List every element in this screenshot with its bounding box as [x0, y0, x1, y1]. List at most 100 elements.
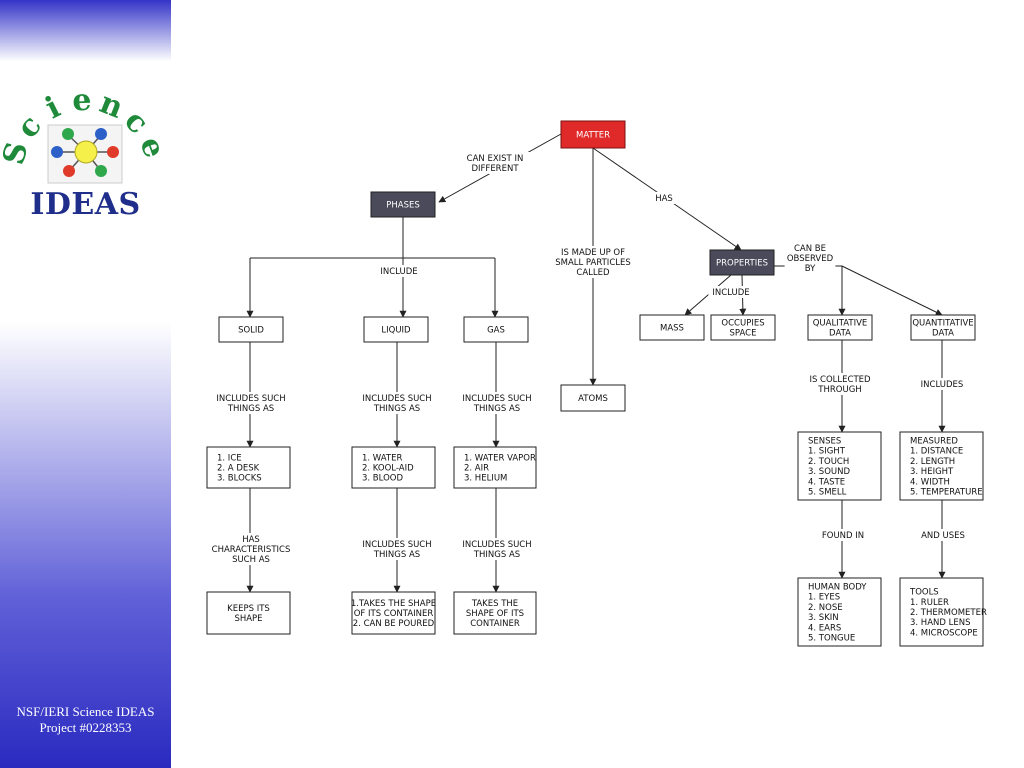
- node-text-line: 2. CAN BE POURED: [353, 619, 435, 629]
- node-text-line: 1. RULER: [910, 598, 949, 608]
- link-label-and-uses: AND USES: [917, 529, 969, 541]
- node-text-line: PHASES: [386, 201, 420, 211]
- node-gas: GAS: [463, 316, 529, 343]
- node-text-line: 2. TOUCH: [808, 457, 849, 467]
- node-text-line: 3. HAND LENS: [910, 618, 970, 628]
- node-text-line: 3. SOUND: [808, 467, 850, 477]
- node-text-line: TAKES THE: [471, 599, 518, 609]
- node-text-line: OCCUPIES: [721, 318, 764, 328]
- link-label-line: CAN BE: [794, 244, 826, 254]
- link-label-line: CALLED: [576, 268, 610, 278]
- link-label-line: OBSERVED: [787, 254, 834, 264]
- node-text-line: PROPERTIES: [716, 259, 768, 269]
- node-text-line: 5. TEMPERATURE: [910, 488, 983, 498]
- node-text-line: 2. NOSE: [808, 603, 843, 613]
- node-text-line: MEASURED: [910, 437, 958, 447]
- node-text-line: DATA: [829, 329, 851, 339]
- node-text-line: 3. HEIGHT: [910, 467, 954, 477]
- connector-line: [841, 265, 943, 316]
- node-text-line: TOOLS: [909, 588, 939, 598]
- node-text-line: SENSES: [808, 437, 841, 447]
- node-text-line: HUMAN BODY: [808, 583, 867, 593]
- link-label-line: AND USES: [921, 531, 965, 541]
- link-label-includes-quant: INCLUDES: [916, 378, 968, 390]
- node-text-line: MATTER: [576, 131, 610, 141]
- footer-line-1: NSF/IERI Science IDEAS: [16, 704, 155, 719]
- node-text-line: QUALITATIVE: [813, 318, 868, 328]
- molecule-icon: [47, 124, 123, 184]
- link-label-line: SUCH AS: [232, 555, 270, 565]
- logo-letter: c: [117, 103, 155, 140]
- node-text-line: 4. MICROSCOPE: [910, 628, 978, 638]
- node-liquid: LIQUID: [363, 316, 429, 343]
- link-label-line: SMALL PARTICLES: [555, 258, 631, 268]
- node-text-line: 3. BLOOD: [362, 474, 403, 484]
- connector-line: [684, 274, 732, 316]
- node-solid: SOLID: [218, 316, 284, 343]
- node-text-line: 2. A DESK: [217, 464, 260, 474]
- node-text-line: 5. TONGUE: [808, 634, 855, 644]
- link-label-has: HAS: [652, 192, 676, 204]
- link-label-include-properties: INCLUDE: [708, 286, 754, 298]
- node-text-line: 3. BLOCKS: [217, 474, 262, 484]
- logo-word-ideas: IDEAS: [30, 187, 141, 222]
- node-text-line: 2. AIR: [464, 464, 489, 474]
- link-label-line: THINGS AS: [373, 550, 420, 560]
- link-label-line: INCLUDE: [712, 288, 749, 298]
- link-label-found-in: FOUND IN: [817, 529, 869, 541]
- node-text-line: 2. LENGTH: [910, 457, 955, 467]
- node-text-line: SHAPE OF ITS: [466, 609, 524, 619]
- node-text-line: 1.TAKES THE SHAPE: [351, 599, 436, 609]
- node-text-line: MASS: [660, 324, 684, 334]
- link-label-line: THROUGH: [817, 385, 861, 395]
- node-text-line: SOLID: [238, 326, 264, 336]
- node-text-line: 1. EYES: [808, 593, 840, 603]
- link-label-line: IS COLLECTED: [809, 375, 871, 385]
- logo-letter: S: [0, 138, 36, 168]
- node-text-line: 5. SMELL: [808, 488, 847, 498]
- node-text-line: 2. THERMOMETER: [910, 608, 987, 618]
- link-label-line: HAS: [242, 535, 260, 545]
- logo-letter: n: [95, 85, 128, 126]
- link-label-line: DIFFERENT: [471, 164, 519, 174]
- node-text-line: DATA: [932, 329, 954, 339]
- node-text-line: 3. SKIN: [808, 613, 839, 623]
- node-mass: MASS: [639, 314, 705, 341]
- node-matter: MATTER: [560, 120, 626, 149]
- node-atoms: ATOMS: [560, 384, 626, 412]
- node-text-line: 1. WATER VAPOR: [464, 453, 536, 463]
- node-text-line: 1. SIGHT: [808, 447, 846, 457]
- link-label-include-phases: INCLUDE: [376, 265, 422, 277]
- link-label-line: FOUND IN: [822, 531, 864, 541]
- node-text-line: CONTAINER: [470, 619, 520, 629]
- connector-lines: [246, 133, 946, 593]
- logo-letter: i: [40, 90, 66, 126]
- link-label-line: INCLUDES SUCH: [362, 540, 431, 550]
- node-text-line: QUANTITATIVE: [912, 318, 973, 328]
- link-label-line: INCLUDES SUCH: [462, 394, 531, 404]
- node-text-line: 1. DISTANCE: [910, 447, 963, 457]
- node-text-line: LIQUID: [381, 326, 411, 336]
- node-text-line: KEEPS ITS: [227, 604, 270, 614]
